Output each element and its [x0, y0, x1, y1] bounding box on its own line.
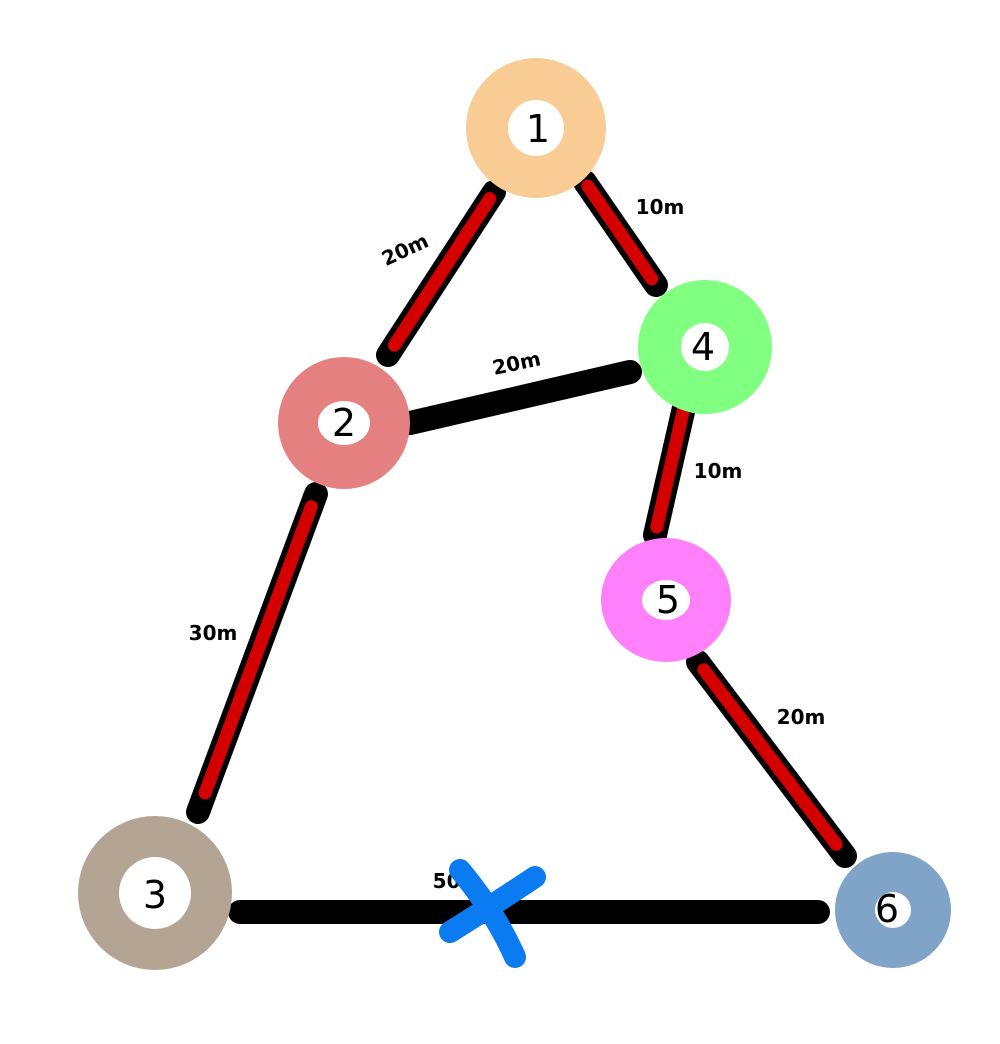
edge-highlight-2-3 [198, 500, 318, 800]
cross-out-mark [439, 859, 546, 968]
node-label-1: 1 [526, 107, 550, 151]
node-center-6 [875, 892, 911, 928]
edge-label-2-3: 30m [189, 621, 238, 645]
node-center-2 [318, 401, 370, 445]
edge-highlight-1-2 [387, 192, 497, 352]
cross-stroke-2 [449, 859, 526, 968]
edge-1-2: 20m [376, 180, 506, 367]
edge-highlight-5-6 [697, 663, 843, 851]
edge-2-4: 20m [398, 346, 642, 435]
node-label-2: 2 [332, 401, 356, 445]
edge-label-1-4: 10m [636, 195, 685, 219]
node-1: 1 [466, 58, 606, 198]
edge-5-6: 20m [686, 650, 857, 868]
edge-highlight-4-5 [650, 401, 691, 534]
node-center-5 [642, 580, 690, 620]
edge-2-3: 30m [186, 482, 328, 824]
edge-1-4: 10m [573, 170, 685, 297]
edge-label-4-5: 10m [694, 459, 743, 483]
edge-label-2-4: 20m [490, 346, 543, 380]
node-center-3 [119, 857, 191, 929]
node-4: 4 [638, 280, 772, 414]
node-center-1 [508, 100, 564, 156]
node-label-6: 6 [875, 887, 899, 931]
node-label-5: 5 [656, 578, 680, 622]
edge-4-5: 10m [643, 391, 743, 547]
node-5: 5 [601, 538, 731, 662]
node-6: 6 [835, 852, 951, 968]
node-label-3: 3 [143, 873, 167, 917]
node-3: 3 [78, 816, 232, 970]
marks-layer [439, 859, 546, 968]
node-center-4 [681, 323, 729, 371]
nodes-layer: 1 2 3 4 5 6 [78, 58, 951, 970]
edge-label-5-6: 20m [777, 705, 826, 729]
node-label-4: 4 [691, 325, 715, 369]
edge-line-2-4 [398, 360, 642, 435]
node-2: 2 [278, 357, 410, 489]
edge-label-1-2: 20m [378, 228, 432, 270]
edge-highlight-1-4 [581, 179, 659, 286]
